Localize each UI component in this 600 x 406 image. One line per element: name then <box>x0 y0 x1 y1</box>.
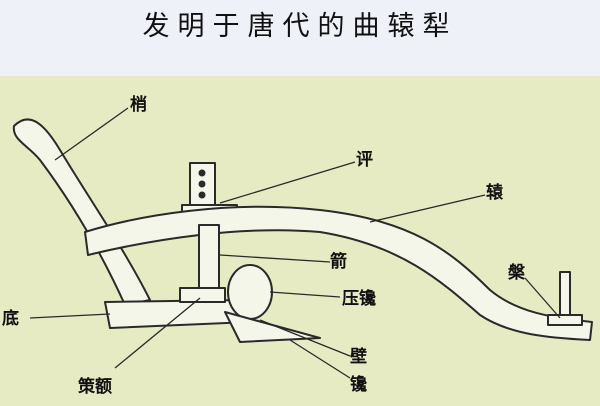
share-chan <box>224 311 321 343</box>
label-jian: 箭 <box>330 251 347 272</box>
label-bi: 壁 <box>350 346 367 367</box>
diagram-title: 发明于唐代的曲辕犁 <box>142 11 458 42</box>
label-ce-e: 策额 <box>78 376 112 397</box>
pan-base <box>547 314 583 326</box>
label-yuan: 辕 <box>486 182 504 203</box>
label-di: 底 <box>2 308 19 329</box>
pan-post <box>559 271 571 321</box>
ce-e-block <box>179 287 226 303</box>
label-chan: 镵 <box>350 374 367 395</box>
title-band <box>0 0 600 76</box>
label-ping: 评 <box>356 150 373 170</box>
label-yachan: 压镵 <box>342 288 376 309</box>
label-pan: 槃 <box>508 262 526 283</box>
beam-yuan <box>84 205 593 341</box>
label-shao: 梢 <box>130 94 147 115</box>
handle-shao <box>12 118 151 306</box>
yachan-disk <box>227 264 273 320</box>
